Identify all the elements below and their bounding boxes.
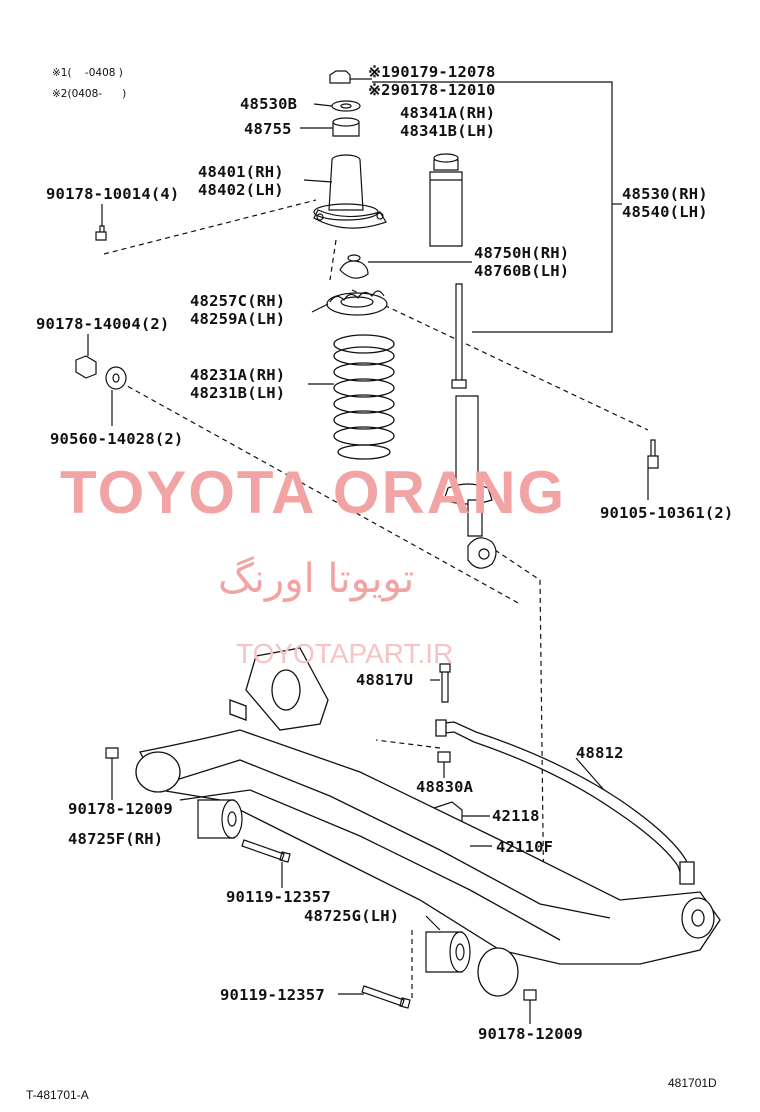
label-42118[interactable]: 42118 [492,807,540,825]
label-48817u[interactable]: 48817U [356,671,414,689]
label-90119-12357-upper[interactable]: 90119-12357 [226,888,331,906]
label-48750h[interactable]: 48750H(RH) [474,244,570,262]
watermark-persian: تویوتا اورنگ [218,556,415,602]
label-90178-12009-upper[interactable]: 90178-12009 [68,800,173,818]
axle-beam-42110f [135,647,721,997]
label-48259a[interactable]: 48259A(LH) [190,310,286,328]
washer-90560 [105,366,127,390]
label-90560-14028[interactable]: 90560-14028(2) [50,430,184,448]
bushing-48725g [425,931,471,973]
label-48402[interactable]: 48402(LH) [198,181,284,199]
bolt-48817u [439,663,451,703]
upper-support-48401 [303,154,387,229]
label-90178-10014[interactable]: 90178-10014(4) [46,185,180,203]
label-48231b[interactable]: 48231B(LH) [190,384,286,402]
shock-absorber-48530 [443,283,497,569]
bushing-48830a [437,751,451,763]
label-90119-12357-lower[interactable]: 90119-12357 [220,986,325,1004]
nut-90178-12009-lower [523,989,537,1001]
bump-stopper-48750h [339,260,369,279]
note-2: ※2(0408- ) [52,88,127,100]
label-48760b[interactable]: 48760B(LH) [474,262,570,280]
label-48830a[interactable]: 48830A [416,778,474,796]
nut-90178-14004 [75,355,97,379]
footer-right-code: 481701D [668,1076,717,1090]
spring-insulator-48257c [326,290,388,316]
label-42110f[interactable]: 42110F [496,838,554,856]
label-48540[interactable]: 48540(LH) [622,203,708,221]
bolt-90119-lower [361,985,411,1009]
label-90179-12078[interactable]: ※190179-12078 [368,63,496,81]
coil-spring-48231 [333,334,395,460]
label-48812[interactable]: 48812 [576,744,624,762]
label-48530[interactable]: 48530(RH) [622,185,708,203]
nut-90179 [329,70,351,84]
label-90178-12009-lower[interactable]: 90178-12009 [478,1025,583,1043]
label-48725g[interactable]: 48725G(LH) [304,907,400,925]
label-48231a[interactable]: 48231A(RH) [190,366,286,384]
label-48401[interactable]: 48401(RH) [198,163,284,181]
label-48257c[interactable]: 48257C(RH) [190,292,286,310]
footer-left-code: T-481701-A [26,1088,89,1102]
watermark-site: TOYOTAPART.IR [236,638,454,669]
bushing-48725f [197,799,243,839]
watermark-brand: TOYOTA ORANG [60,459,567,526]
label-48755[interactable]: 48755 [244,120,292,138]
bolt-90119-upper [241,839,291,863]
dust-cover-48341 [429,153,463,247]
bolt-90178-10014 [95,225,107,241]
label-90105-10361[interactable]: 90105-10361(2) [600,504,734,522]
bolt-90105-10361 [647,439,659,469]
stabilizer-bar-48812 [435,719,695,885]
nut-90178-12009-upper [105,747,119,759]
note-1: ※1( -0408 ) [52,67,123,79]
label-48530b[interactable]: 48530B [240,95,298,113]
label-48341b[interactable]: 48341B(LH) [400,122,496,140]
label-48341a[interactable]: 48341A(RH) [400,104,496,122]
washer-48530b [331,100,361,112]
label-90178-14004[interactable]: 90178-14004(2) [36,315,170,333]
label-90178-12010[interactable]: ※290178-12010 [368,81,496,99]
label-48725f[interactable]: 48725F(RH) [68,830,164,848]
